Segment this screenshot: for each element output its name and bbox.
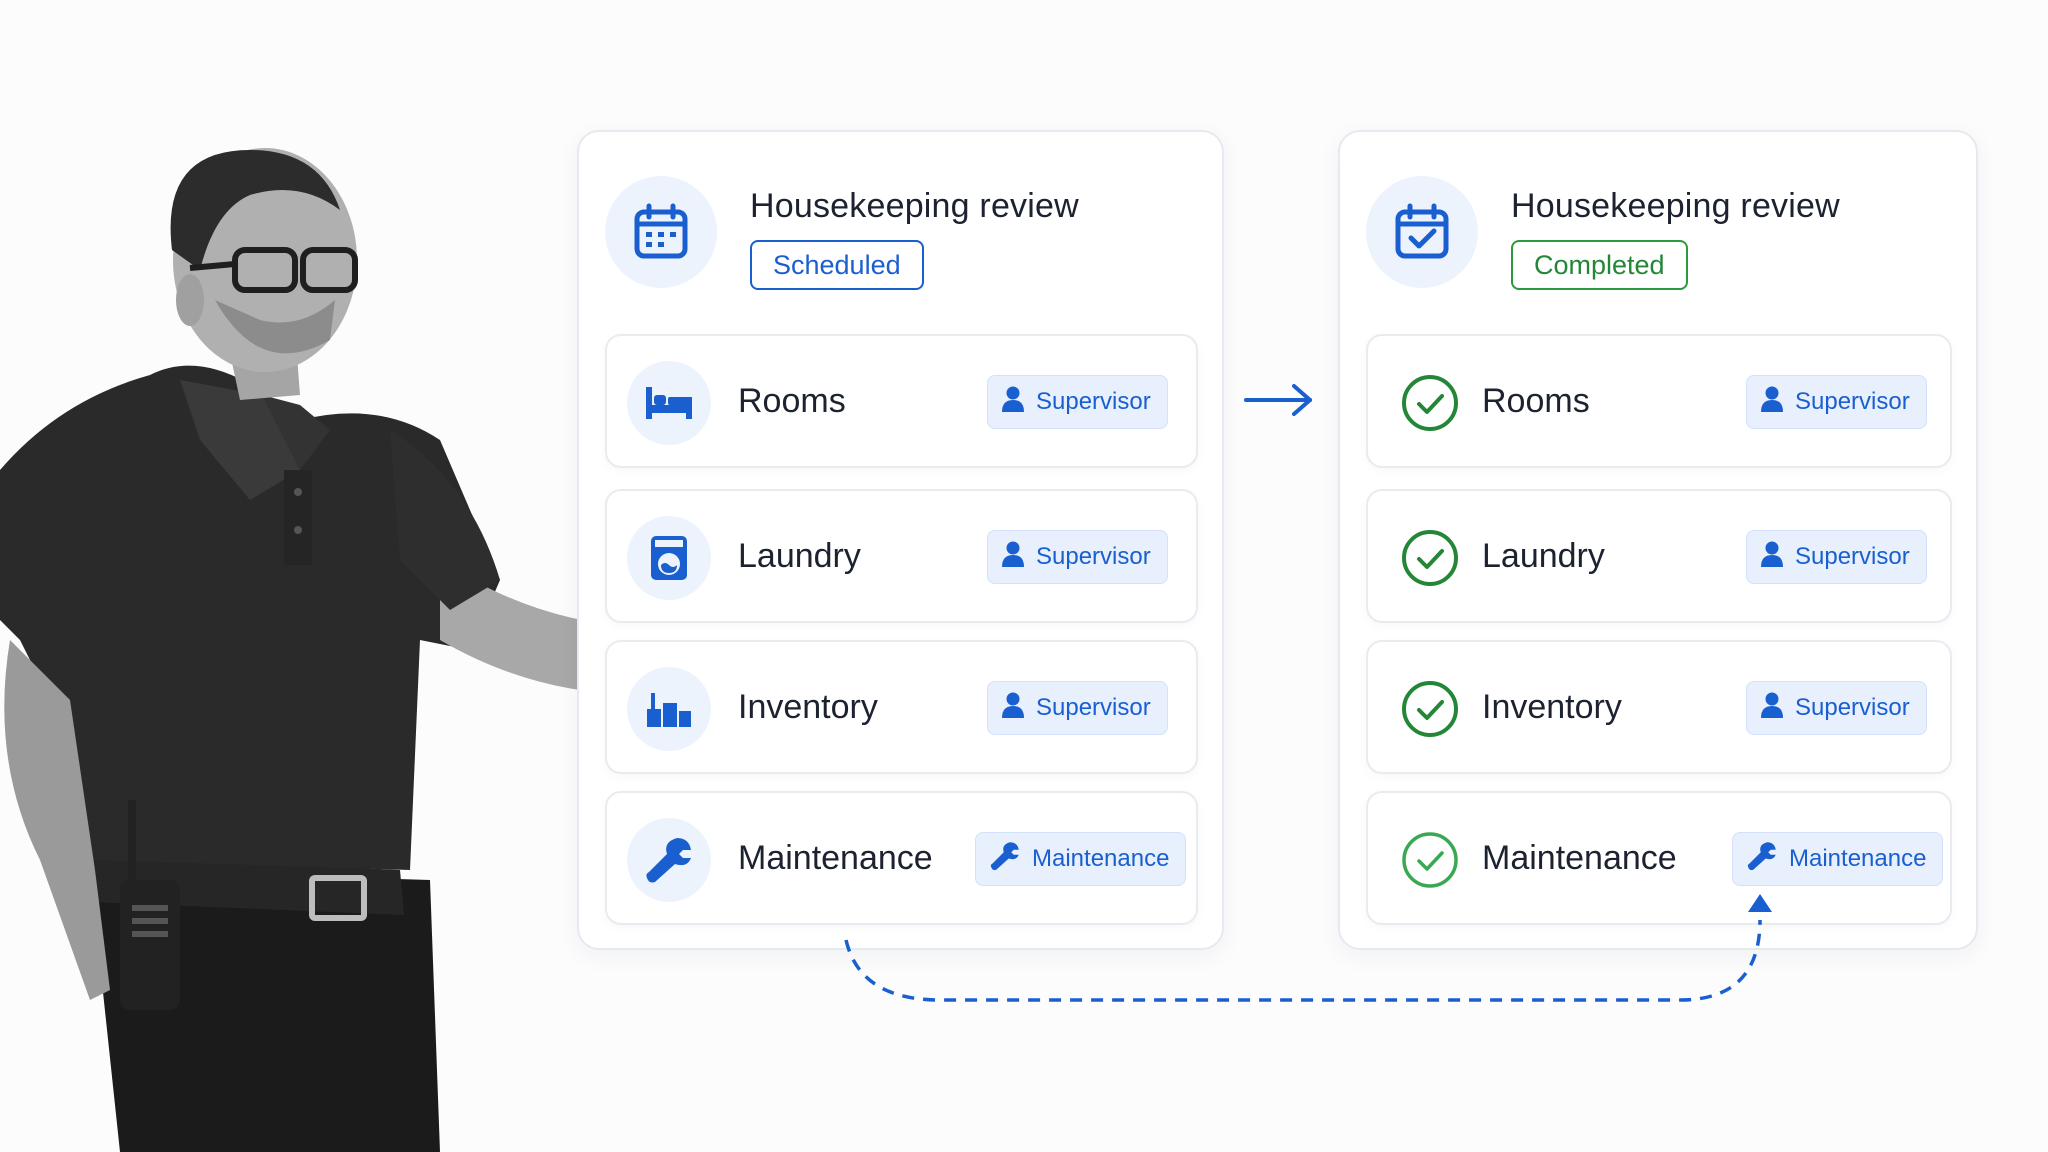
person-icon [1761, 386, 1783, 419]
person-icon [1002, 692, 1024, 725]
dashed-connector-arrow [844, 894, 1772, 1002]
card-title: Housekeeping review [1511, 187, 1840, 225]
role-label: Supervisor [1036, 388, 1151, 415]
role-label: Supervisor [1795, 388, 1910, 415]
task-row-maintenance[interactable]: Maintenance Maintenance [605, 791, 1198, 925]
wrench-icon [1747, 841, 1777, 878]
role-tag[interactable]: Supervisor [1746, 681, 1927, 735]
task-label: Inventory [738, 688, 878, 726]
role-label: Maintenance [1789, 845, 1927, 872]
task-label: Maintenance [738, 839, 933, 877]
role-tag[interactable]: Supervisor [987, 530, 1168, 584]
task-row-inventory[interactable]: Inventory Supervisor [1366, 640, 1952, 774]
status-badge: Completed [1511, 240, 1688, 290]
person-icon [1761, 541, 1783, 574]
status-badge: Scheduled [750, 240, 924, 290]
task-row-laundry[interactable]: Laundry Supervisor [1366, 489, 1952, 623]
review-card-completed: Housekeeping review Completed Rooms Supe… [1338, 130, 1978, 950]
task-label: Inventory [1482, 688, 1622, 726]
role-tag[interactable]: Maintenance [1732, 832, 1944, 886]
wrench-icon [990, 841, 1020, 878]
boxes-icon [627, 667, 711, 751]
task-row-rooms[interactable]: Rooms Supervisor [605, 334, 1198, 468]
washing-machine-icon [627, 516, 711, 600]
role-label: Supervisor [1036, 543, 1151, 570]
card-title: Housekeeping review [750, 187, 1079, 225]
role-tag[interactable]: Supervisor [987, 681, 1168, 735]
calendar-check-icon [1366, 176, 1478, 288]
task-label: Laundry [1482, 537, 1605, 575]
role-label: Supervisor [1795, 694, 1910, 721]
role-label: Maintenance [1032, 845, 1170, 872]
role-label: Supervisor [1795, 543, 1910, 570]
task-row-laundry[interactable]: Laundry Supervisor [605, 489, 1198, 623]
task-row-maintenance[interactable]: Maintenance Maintenance [1366, 791, 1952, 925]
check-circle-icon [1388, 667, 1472, 751]
task-label: Rooms [1482, 382, 1590, 420]
check-circle-icon [1388, 516, 1472, 600]
task-row-inventory[interactable]: Inventory Supervisor [605, 640, 1198, 774]
person-icon [1002, 541, 1024, 574]
role-label: Supervisor [1036, 694, 1151, 721]
person-icon [1002, 386, 1024, 419]
check-circle-icon [1388, 818, 1472, 902]
person-icon [1761, 692, 1783, 725]
task-label: Rooms [738, 382, 846, 420]
arrow-right-icon [1244, 384, 1312, 416]
check-circle-icon [1388, 361, 1472, 445]
review-card-scheduled: Housekeeping review Scheduled Rooms Supe… [577, 130, 1224, 950]
task-row-rooms[interactable]: Rooms Supervisor [1366, 334, 1952, 468]
role-tag[interactable]: Supervisor [1746, 375, 1927, 429]
role-tag[interactable]: Supervisor [1746, 530, 1927, 584]
calendar-icon [605, 176, 717, 288]
role-tag[interactable]: Supervisor [987, 375, 1168, 429]
role-tag[interactable]: Maintenance [975, 832, 1187, 886]
bed-icon [627, 361, 711, 445]
task-label: Laundry [738, 537, 861, 575]
task-label: Maintenance [1482, 839, 1677, 877]
wrench-icon [627, 818, 711, 902]
